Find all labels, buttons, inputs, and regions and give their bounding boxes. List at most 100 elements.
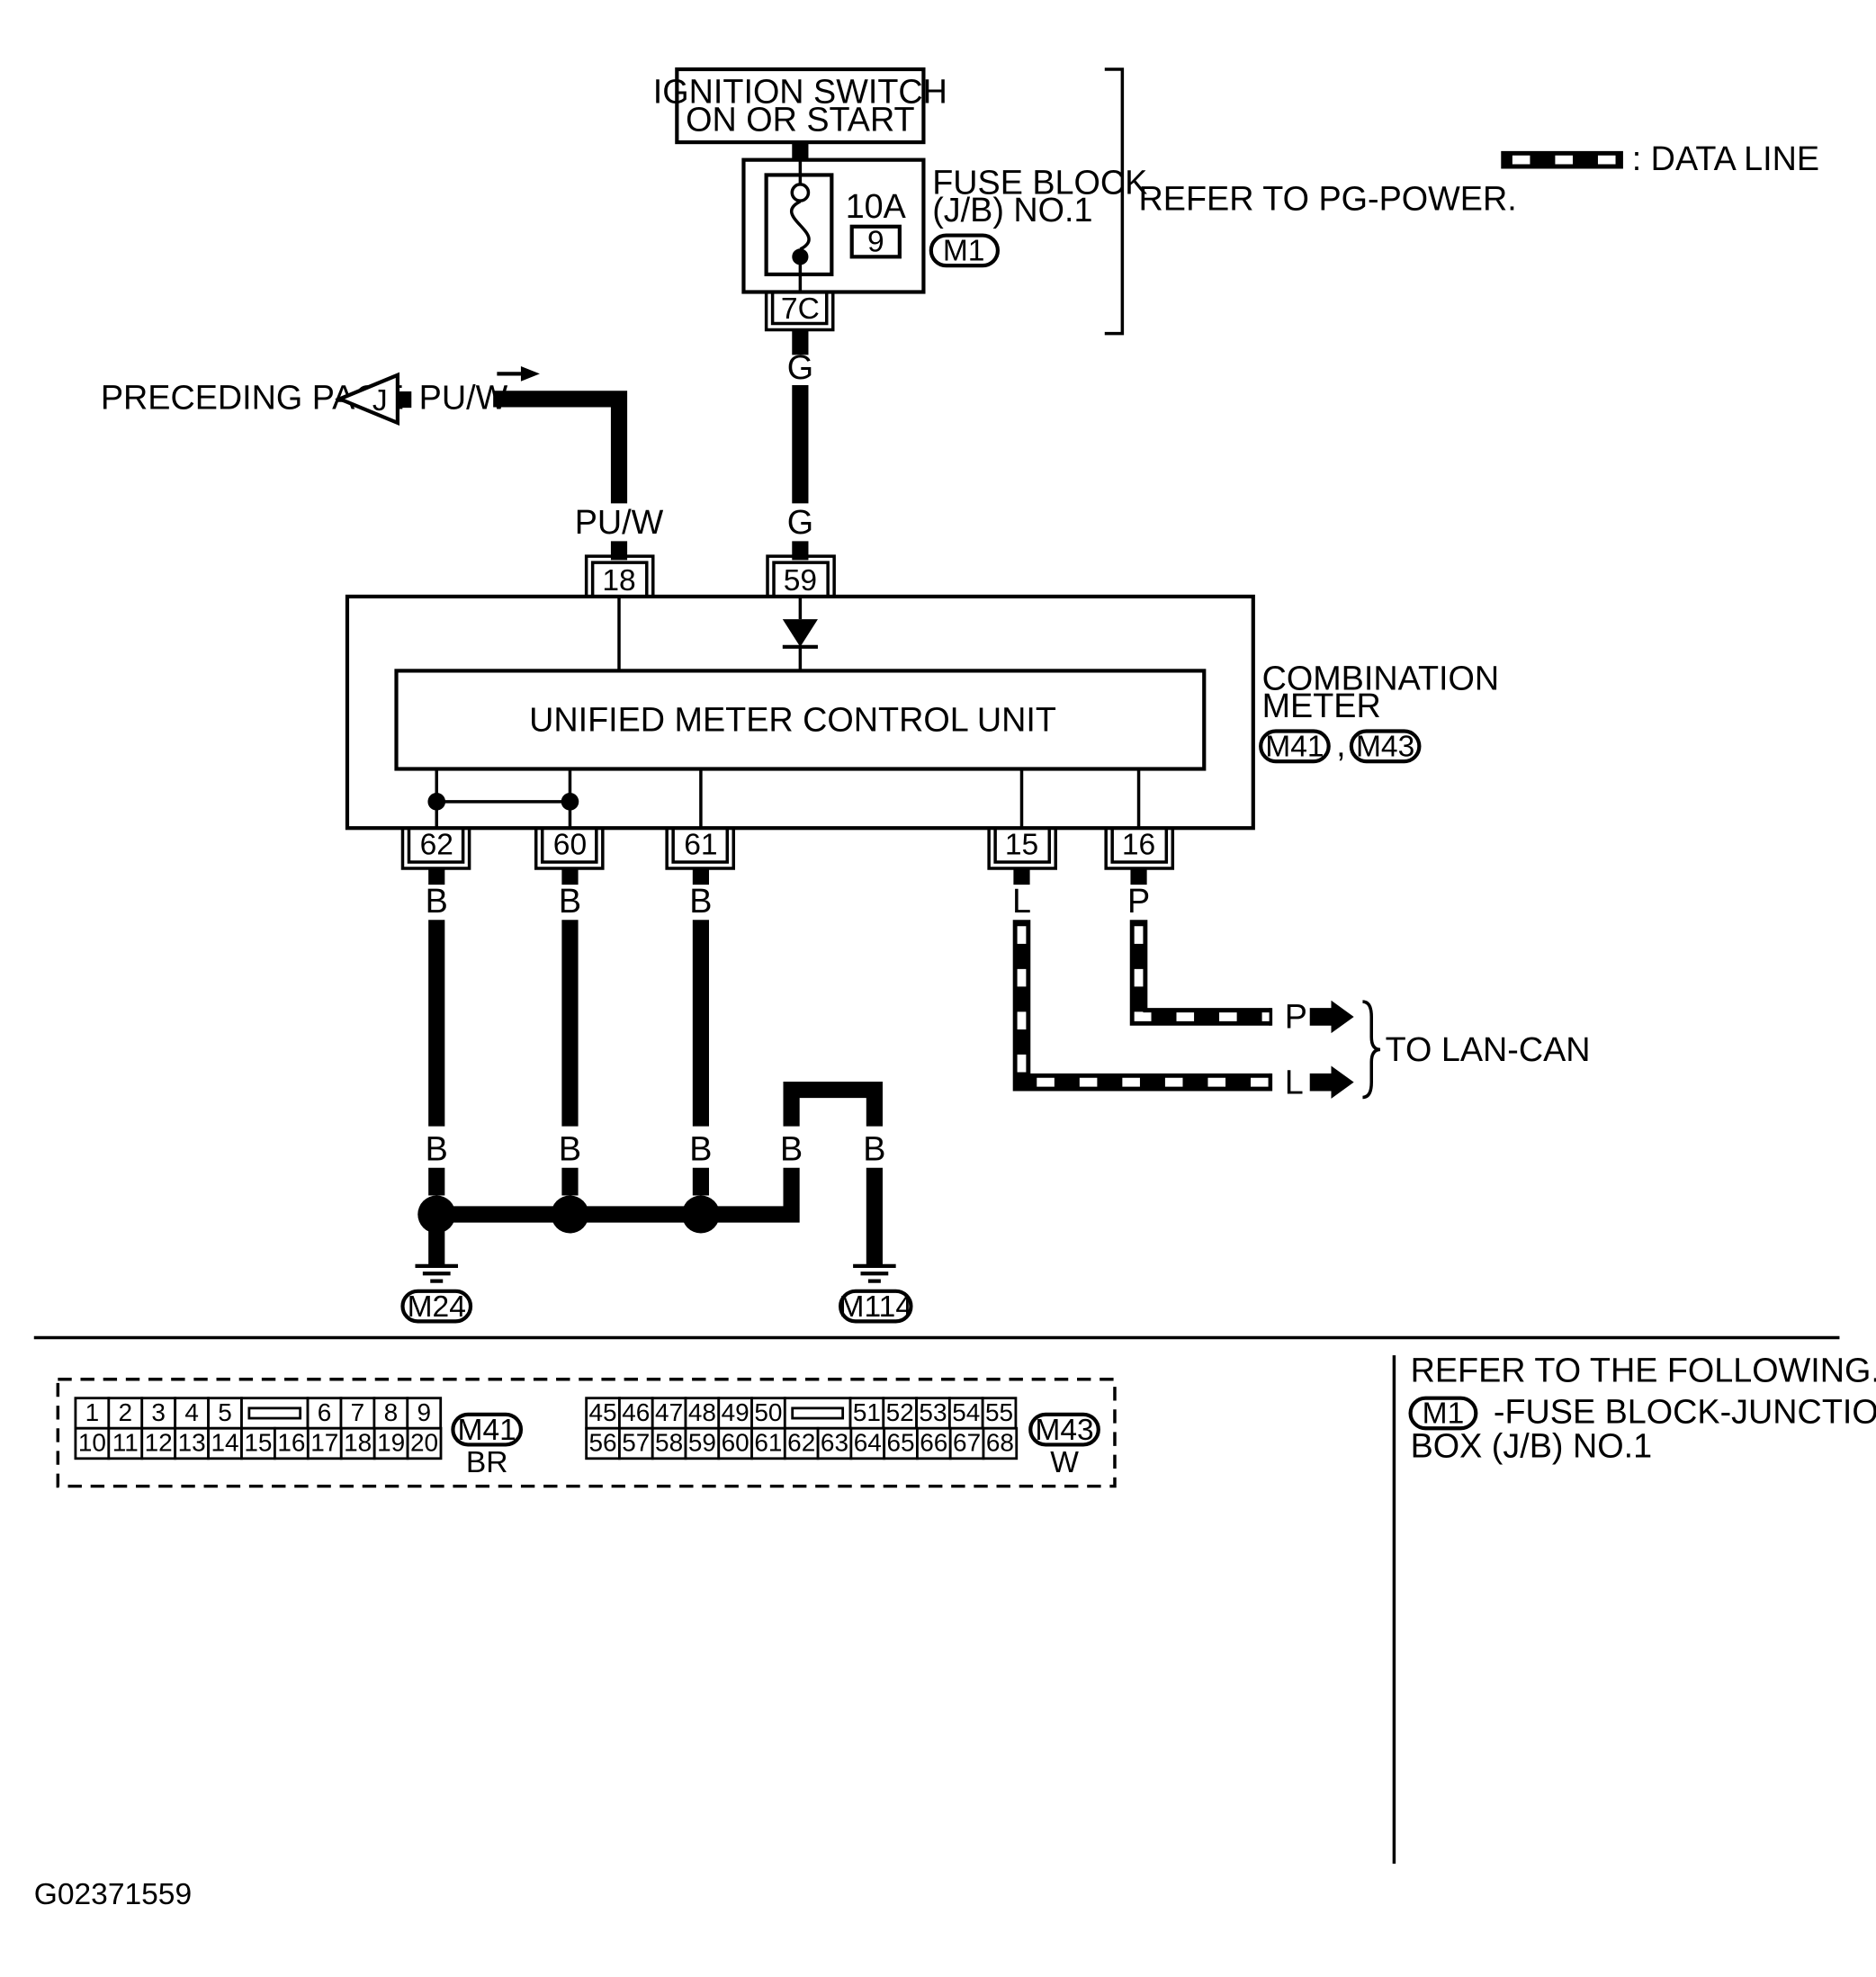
terminal-7c: 7C [781,292,820,326]
connector-cavity [240,1426,276,1460]
pin-number: 64 [854,1428,882,1456]
terminal-59-label: 59 [784,564,817,598]
pin-number: 65 [886,1428,914,1456]
connector-cavity [107,1426,144,1460]
connector-lock-tab [247,1406,302,1420]
arrow-right-icon [1309,1000,1354,1034]
pin-number: 19 [377,1428,405,1456]
pin-number: 53 [919,1398,947,1426]
pin-number: 59 [688,1428,716,1456]
lan-p-label: P [1285,998,1307,1036]
pin-number: 8 [384,1398,399,1426]
refer-following-title: REFER TO THE FOLLOWING. [1411,1351,1876,1388]
lower-wire-label-4: B [780,1129,803,1167]
pin-number: 47 [655,1398,683,1426]
connector-cavity [406,1426,443,1460]
connector-cavity [140,1426,177,1460]
lower-wire-label-3: B [689,1129,712,1167]
connector-cavity [174,1397,210,1430]
brace [1362,1000,1381,1100]
pin-number: 58 [655,1428,683,1456]
fuse-block: 10A 9 FUSE BLOCK (J/B) NO.1 M1 7C [741,157,1147,332]
combination-meter: 18 59 UNIFIED METER CONTROL UNIT COMBINA… [345,554,1500,831]
connector-lock-tab [791,1406,845,1420]
pin-number: 66 [920,1428,947,1456]
preceding-wire-color: PU/W [419,379,508,417]
splice-point [417,1195,456,1234]
preceding-page-marker: J [373,384,388,418]
wire-label-60: B [559,882,581,920]
fuse-amperage: 10A [846,187,907,225]
connector-cavity [684,1397,721,1430]
data-line-legend: : DATA LINE [1501,139,1819,177]
connector-cavity [207,1426,243,1460]
pin-number: 3 [151,1398,166,1426]
pin-number: 51 [853,1398,881,1426]
pin-number: 6 [318,1398,332,1426]
refer-following-text2: BOX (J/B) NO.1 [1411,1426,1652,1464]
terminal-60-label: 60 [553,829,587,862]
pu-w-wire [493,391,628,504]
lan-l-label: L [1285,1063,1304,1101]
lower-wire-label-1: B [426,1129,448,1167]
pin-number: 4 [184,1398,199,1426]
connector-color: W [1050,1446,1079,1479]
ground-m24-label: M24 [408,1290,466,1324]
lower-wire-label-5: B [863,1129,885,1167]
control-unit-label: UNIFIED METER CONTROL UNIT [529,701,1056,739]
data-line-legend-label: : DATA LINE [1632,139,1819,177]
pin-number: 14 [211,1428,238,1456]
pin-number: 13 [178,1428,206,1456]
pin-number: 7 [351,1398,365,1426]
terminal-15: 15 [987,828,1057,870]
terminal-59: 59 [766,554,836,598]
pin-number: 1 [85,1398,100,1426]
lower-wire-label-2: B [559,1129,581,1167]
pin-number: 20 [410,1428,438,1456]
pin-number: 60 [722,1428,750,1456]
pin-number: 11 [112,1428,139,1456]
pin-number: 56 [588,1428,616,1456]
pin-number: 50 [754,1398,782,1426]
pin-number: 46 [622,1398,650,1426]
meter-connector-2: M43 [1356,730,1414,763]
connector-cavity [750,1397,786,1430]
terminal-18-label: 18 [602,564,635,598]
pin-number: 63 [821,1428,848,1456]
connector-cavity [750,1426,786,1460]
ground-m114-label: M114 [839,1290,912,1324]
g-wire-upper-label: G [787,348,813,386]
terminal-61-label: 61 [684,829,717,862]
splice-point [681,1195,720,1234]
connector-color: BR [466,1446,508,1479]
connector-cavity [783,1426,820,1460]
pin-number: 49 [722,1398,750,1426]
terminal-18: 18 [584,554,655,598]
ignition-switch-line1: IGNITION SWITCH [653,73,947,111]
terminal-62: 62 [400,828,471,870]
wire-label-15: L [1012,882,1031,920]
connector-badge [1028,1412,1100,1447]
combination-meter-line1: COMBINATION [1262,659,1500,696]
pin-number: 52 [886,1398,914,1426]
connector-cavity [883,1426,919,1460]
connector-cavity [306,1426,343,1460]
fuse-number: 9 [867,226,884,259]
direction-arrow-icon [497,365,540,382]
connector-cavity [74,1397,111,1430]
pin-number: 9 [417,1398,431,1426]
connector-cavity [982,1426,1019,1460]
connector-badge [451,1412,524,1447]
connector-cavity [651,1426,687,1460]
terminal-60: 60 [534,828,605,870]
fuse-block-line2: (J/B) NO.1 [932,191,1092,229]
fuse-block-connector: M1 [943,235,985,268]
pin-number: 45 [588,1398,616,1426]
wire-label-61: B [689,882,712,920]
pu-w-wire-lower-label: PU/W [575,503,664,541]
diode-icon [782,619,818,647]
terminal-62-label: 62 [420,829,453,862]
power-bracket [1104,67,1125,336]
